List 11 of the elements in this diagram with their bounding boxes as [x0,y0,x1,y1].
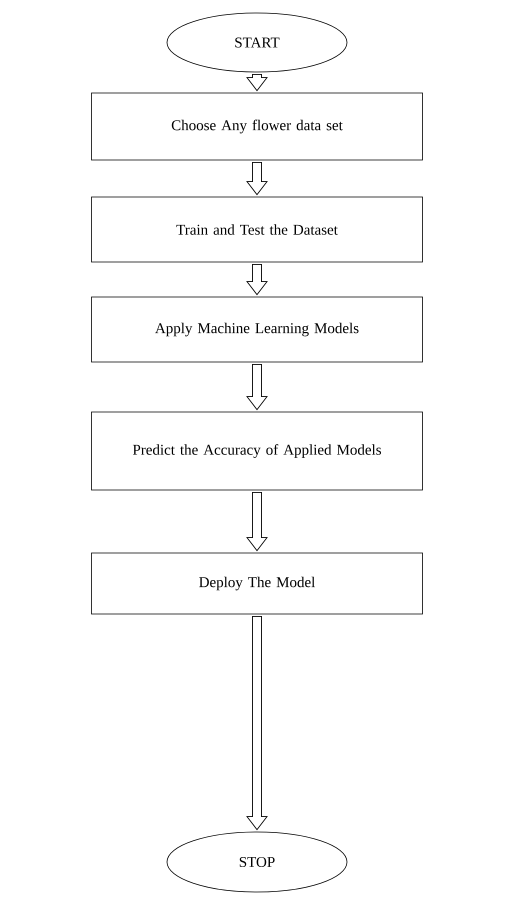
process-box: Apply Machine Learning Models [91,296,423,362]
block-arrow [246,74,268,92]
block-arrow [246,616,268,830]
block-arrow [246,364,268,410]
block-arrow [246,162,268,196]
process-box: Predict the Accuracy of Applied Models [91,412,423,490]
process-box: Deploy The Model [91,552,423,614]
process-box: Train and Test the Dataset [91,196,423,262]
block-arrow [246,492,268,552]
process-box: Choose Any flower data set [91,92,423,160]
block-arrow [246,264,268,296]
